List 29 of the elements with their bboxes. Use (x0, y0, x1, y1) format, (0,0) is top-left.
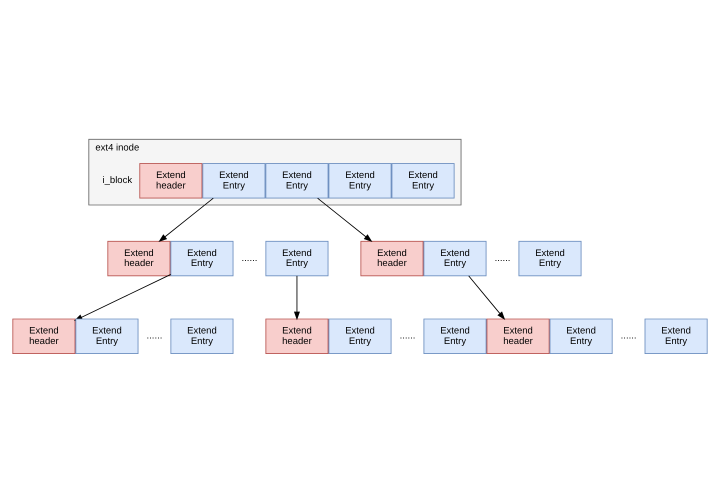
label: ...... (242, 252, 258, 264)
node-box: Extend Entry (392, 162, 455, 198)
label: ...... (146, 330, 162, 342)
node-box: Extend header (486, 318, 550, 354)
node-box: Extend Entry (518, 240, 582, 276)
node-box: Extend Entry (265, 240, 328, 276)
label: ...... (620, 330, 637, 342)
node-box: Extend Entry (265, 162, 328, 198)
arrow (317, 197, 372, 242)
node-box: Extend header (12, 318, 76, 354)
node-box: Extend Entry (170, 240, 234, 276)
node-box: Extend header (107, 240, 170, 276)
label: ...... (400, 330, 416, 342)
node-box: Extend Entry (328, 162, 392, 198)
label: ...... (494, 252, 510, 264)
arrow (468, 274, 506, 320)
node-box: Extend Entry (328, 318, 392, 354)
node-box: Extend Entry (75, 318, 138, 354)
node-box: Extend Entry (423, 318, 487, 354)
node-box: Extend Entry (550, 318, 613, 354)
node-box: Extend Entry (170, 318, 234, 354)
node-box: Extend Entry (644, 318, 708, 354)
node-box: Extend Entry (202, 162, 266, 198)
node-box: Extend header (265, 318, 328, 354)
arrow (294, 274, 300, 320)
node-box: Extend header (139, 162, 202, 198)
arrow (158, 197, 214, 242)
node-box: Extend header (360, 240, 424, 276)
node-box: Extend Entry (423, 240, 487, 276)
